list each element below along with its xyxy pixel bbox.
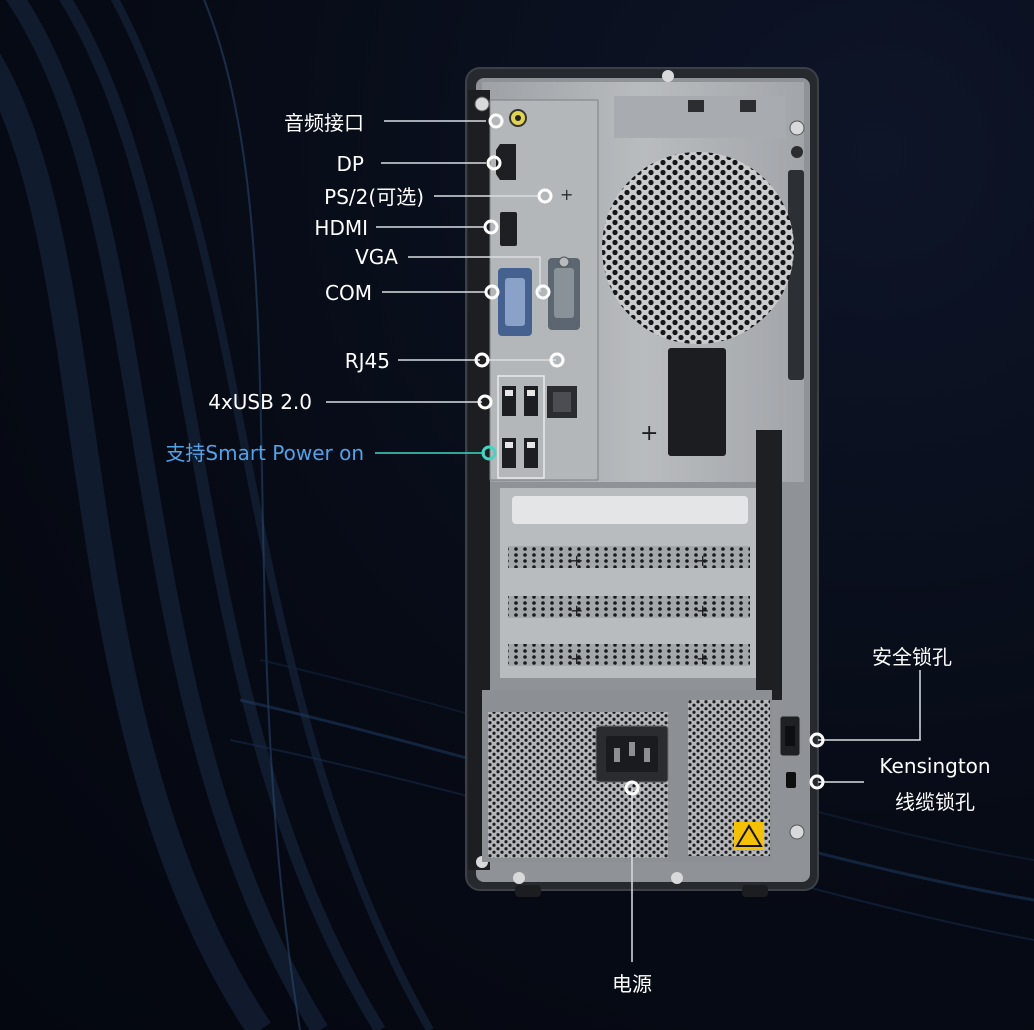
label-kensington-line1: Kensington [879, 754, 991, 778]
label-audio: 音频接口 [284, 111, 364, 135]
svg-text:+: + [696, 601, 709, 620]
chassis: + + + + + + + + [465, 67, 819, 897]
label-security-slot: 安全锁孔 [872, 645, 952, 669]
fan-grille-icon [602, 152, 794, 344]
label-usb: 4xUSB 2.0 [208, 390, 312, 414]
label-smart-power: 支持Smart Power on [165, 441, 364, 465]
leader-lines [326, 120, 921, 962]
warning-triangle-icon [735, 824, 763, 847]
label-power: 电源 [612, 972, 652, 996]
svg-text:+: + [570, 551, 583, 570]
label-ps2: PS/2(可选) [324, 185, 424, 209]
label-com: COM [325, 281, 372, 305]
callout-dots [474, 113, 825, 796]
svg-text:+: + [640, 421, 658, 446]
label-kensington-line2: 线缆锁孔 [895, 790, 975, 814]
label-rj45: RJ45 [344, 349, 390, 373]
label-hdmi: HDMI [314, 216, 368, 240]
label-vga: VGA [355, 245, 398, 269]
svg-text:+: + [570, 601, 583, 620]
svg-text:+: + [560, 185, 573, 204]
svg-text:+: + [696, 551, 709, 570]
label-dp: DP [336, 152, 364, 176]
svg-text:+: + [570, 649, 583, 668]
svg-text:+: + [696, 649, 709, 668]
